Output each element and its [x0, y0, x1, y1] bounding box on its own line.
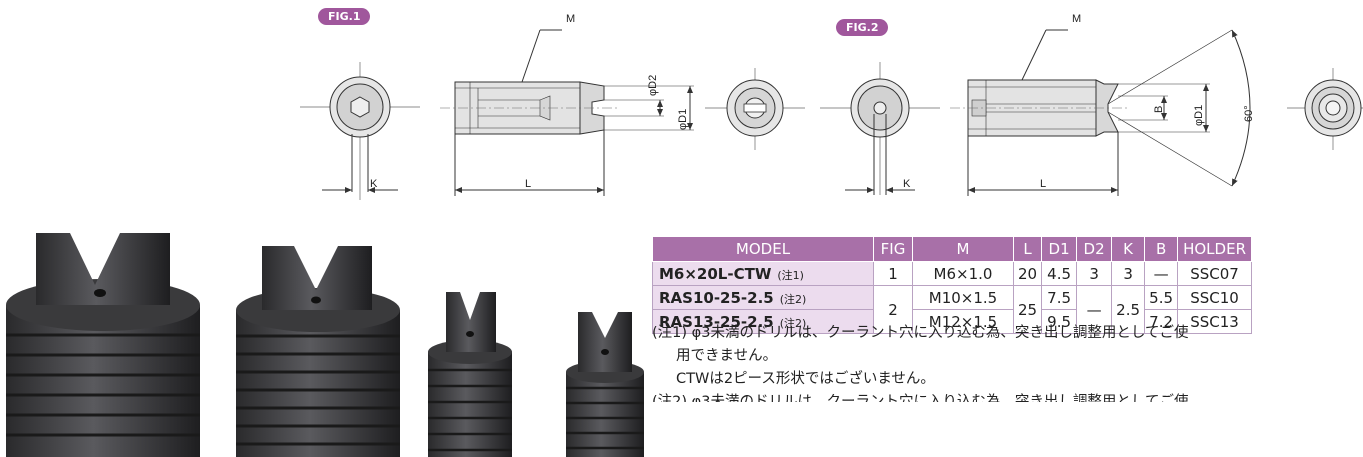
fig2-l-label: L	[1040, 178, 1046, 190]
col-k: K	[1111, 236, 1146, 262]
cell-m: M6×1.0	[912, 261, 1014, 286]
note-1: (注1) φ3未満のドリルは、クーラント穴に入り込む為、突き出し調整用としてご使	[652, 325, 1189, 341]
cell-d1: 9.5	[1041, 309, 1078, 334]
cell-model: RAS10-25-2.5(注2)	[652, 285, 874, 310]
cell-fig: 2	[873, 285, 913, 334]
fig1-d1-label: φD1	[677, 109, 689, 130]
fig2-k-label: K	[903, 178, 911, 190]
col-m: M	[912, 236, 1014, 262]
note-1-cont: 用できません。	[676, 348, 778, 364]
footnotes: (注1) φ3未満のドリルは、クーラント穴に入り込む為、突き出し調整用としてご使…	[652, 322, 1357, 402]
note-2: (注2) φ3未満のドリルは、クーラント穴に入り込む為、突き出し調整用としてご使	[652, 394, 1189, 402]
cell-d2: 3	[1076, 261, 1113, 286]
table-row: M6×20L-CTW(注1) 1 M6×1.0 20 4.5 3 3 — SSC…	[652, 261, 1252, 286]
col-model: MODEL	[652, 236, 874, 262]
product-photo-3	[428, 292, 512, 457]
spec-table: MODEL FIG M L D1 D2 K B HOLDER M6×20L-CT…	[652, 236, 1252, 334]
col-fig: FIG	[873, 236, 913, 262]
col-d2: D2	[1076, 236, 1113, 262]
fig1-d2-label: φD2	[647, 75, 659, 96]
cell-holder: SSC07	[1177, 261, 1252, 286]
cell-b: —	[1144, 261, 1179, 286]
table-header-row: MODEL FIG M L D1 D2 K B HOLDER	[652, 236, 1252, 262]
cell-k: 2.5	[1111, 285, 1146, 334]
product-photo-2	[236, 246, 400, 457]
fig1-m-label: M	[566, 13, 575, 25]
table-row: RAS10-25-2.5(注2) 2 M10×1.5 25 7.5 — 2.5 …	[652, 285, 1252, 334]
cell-m: M12×1.5	[912, 309, 1014, 334]
fig1-drawing	[300, 29, 805, 200]
product-photo-1	[6, 233, 200, 457]
table-row: RAS13-25-2.5(注2) M12×1.5 9.5 7.2 SSC13	[652, 309, 1252, 334]
cell-b: 5.5	[1144, 285, 1179, 310]
fig1-badge: FIG.1	[318, 8, 371, 25]
cell-d2: —	[1076, 285, 1113, 334]
note-1-ctw: CTWは2ピース形状ではございません。	[676, 371, 935, 387]
fig1-l-label: L	[525, 178, 531, 190]
cell-model: RAS13-25-2.5(注2)	[652, 309, 874, 334]
col-d1: D1	[1041, 236, 1078, 262]
cell-l: 25	[1012, 285, 1043, 334]
fig2-angle-label: 60°	[1243, 105, 1255, 122]
fig1-k-label: K	[370, 178, 378, 190]
fig2-m-label: M	[1072, 13, 1081, 25]
fig2-b-label: B	[1153, 106, 1165, 113]
col-l: L	[1012, 236, 1043, 262]
col-holder: HOLDER	[1177, 236, 1252, 262]
product-photo-4	[566, 312, 644, 457]
cell-holder: SSC13	[1177, 309, 1252, 334]
cell-m: M10×1.5	[912, 285, 1014, 310]
col-b: B	[1144, 236, 1179, 262]
cell-d1: 4.5	[1041, 261, 1078, 286]
fig2-drawing	[820, 29, 1363, 196]
fig2-d1-label: φD1	[1193, 105, 1205, 126]
fig2-badge: FIG.2	[836, 19, 889, 36]
cell-holder: SSC10	[1177, 285, 1252, 310]
cell-k: 3	[1111, 261, 1146, 286]
cell-fig: 1	[873, 261, 913, 286]
cell-d1: 7.5	[1041, 285, 1078, 310]
cell-model: M6×20L-CTW(注1)	[652, 261, 874, 286]
cell-l: 20	[1012, 261, 1043, 286]
technical-drawings: M K L φD2 φD1	[300, 13, 1363, 200]
cell-b: 7.2	[1144, 309, 1179, 334]
